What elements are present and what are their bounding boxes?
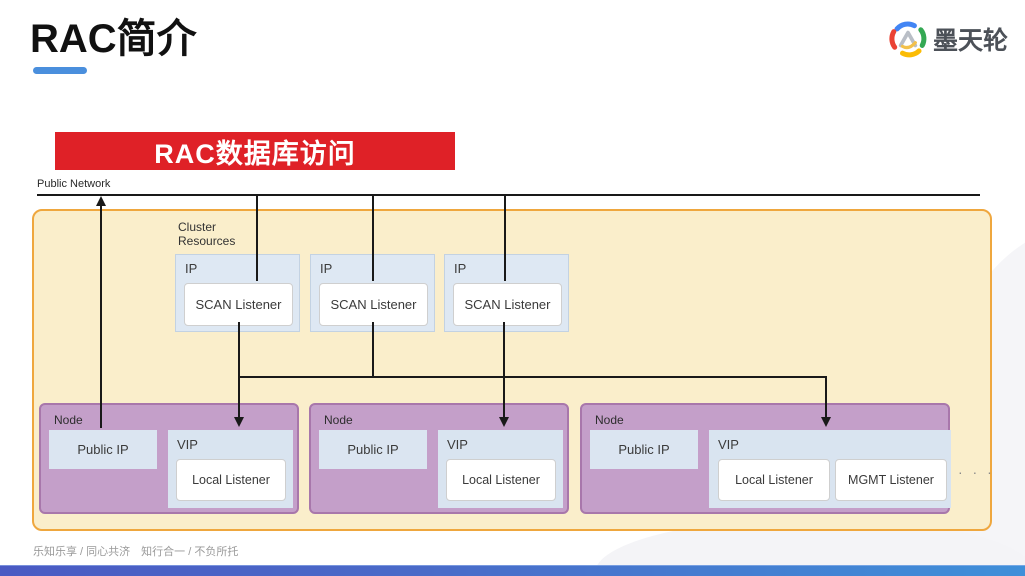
arrow-down-icon xyxy=(234,417,244,427)
vip-box: VIP Local Listener MGMT Listener xyxy=(709,430,951,508)
ip-label: IP xyxy=(185,261,198,276)
vip-label: VIP xyxy=(447,437,468,452)
page-title: RAC简介 xyxy=(30,17,197,61)
bottom-bar xyxy=(0,565,1025,576)
network-to-ip3-connector xyxy=(504,195,506,281)
vip-box: VIP Local Listener xyxy=(438,430,563,508)
vip-label: VIP xyxy=(718,437,739,452)
node-label: Node xyxy=(54,413,83,427)
scan2-to-bus-connector xyxy=(372,322,374,377)
network-to-ip1-connector xyxy=(256,195,258,281)
scan3-to-vip2-connector xyxy=(503,322,505,418)
public-network-label: Public Network xyxy=(37,178,111,190)
footer-motto: 乐知乐享 / 同心共济 知行合一 / 不负所托 xyxy=(33,546,239,558)
motianlun-logo-icon xyxy=(889,21,927,58)
vip-label: VIP xyxy=(177,437,198,452)
public-ip-box: Public IP xyxy=(319,430,427,469)
local-listener-box: Local Listener xyxy=(176,459,286,501)
ip-label: IP xyxy=(454,261,467,276)
title-underline xyxy=(33,67,87,74)
ip-label: IP xyxy=(320,261,333,276)
node-label: Node xyxy=(595,413,624,427)
bus-to-vip3-connector xyxy=(825,376,827,418)
scan1-to-vip1-connector xyxy=(238,322,240,418)
ip-group-1: IP SCAN Listener xyxy=(175,254,300,332)
more-nodes-ellipsis: · · · xyxy=(958,464,995,480)
public-ip-box: Public IP xyxy=(590,430,698,469)
vip-bus-line xyxy=(238,376,827,378)
scan-listener-box: SCAN Listener xyxy=(319,283,428,326)
node-2: Node Public IP VIP Local Listener xyxy=(309,403,569,514)
arrow-down-icon xyxy=(821,417,831,427)
brand-logo: 墨天轮 xyxy=(886,17,1008,61)
publicip-to-network-connector xyxy=(100,200,102,428)
arrow-down-icon xyxy=(499,417,509,427)
local-listener-box: Local Listener xyxy=(718,459,830,501)
scan-listener-box: SCAN Listener xyxy=(453,283,562,326)
node-label: Node xyxy=(324,413,353,427)
network-to-ip2-connector xyxy=(372,195,374,281)
node-3: Node Public IP VIP Local Listener MGMT L… xyxy=(580,403,951,514)
vip-box: VIP Local Listener xyxy=(168,430,293,508)
public-ip-box: Public IP xyxy=(49,430,157,469)
local-listener-box: Local Listener xyxy=(446,459,556,501)
mgmt-listener-box: MGMT Listener xyxy=(835,459,947,501)
brand-name: 墨天轮 xyxy=(933,27,1009,55)
ip-group-3: IP SCAN Listener xyxy=(444,254,569,332)
public-network-line xyxy=(37,194,980,196)
section-banner: RAC数据库访问 xyxy=(55,132,455,170)
cluster-resources-label: Cluster Resources xyxy=(178,220,236,249)
scan-listener-box: SCAN Listener xyxy=(184,283,293,326)
node-1: Node Public IP VIP Local Listener xyxy=(39,403,299,514)
